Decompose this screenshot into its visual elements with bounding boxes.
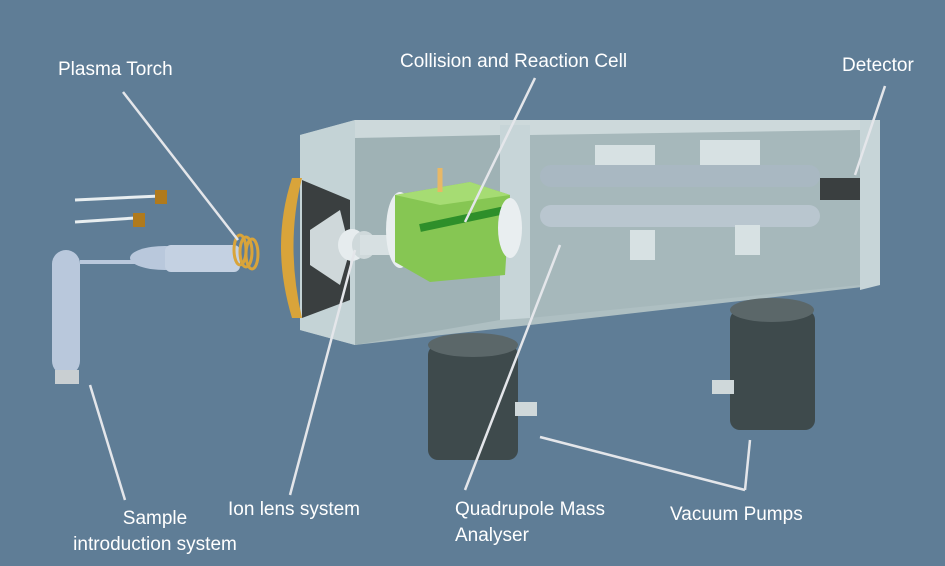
collision-cell [386, 168, 522, 282]
leader-lines [88, 77, 887, 501]
vacuum-pump-1 [428, 333, 537, 460]
vacuum-pump-2 [712, 298, 815, 430]
ion-lens [338, 229, 400, 261]
label-plasma-torch: Plasma Torch [58, 59, 173, 80]
label-sample-line1: Sample [122, 508, 188, 529]
quadrupole-rods [540, 140, 820, 260]
detector-block [820, 178, 860, 200]
label-sample-line2: introduction system [73, 534, 237, 555]
label-sample-introduction: Sample introduction system [55, 506, 255, 558]
label-vacuum-pumps: Vacuum Pumps [670, 504, 803, 525]
label-detector: Detector [842, 55, 914, 76]
label-quadrupole: Quadrupole Mass Analyser [455, 497, 605, 549]
label-quadrupole-line2: Analyser [455, 525, 529, 546]
sample-introduction [52, 190, 260, 384]
label-collision-cell: Collision and Reaction Cell [400, 51, 628, 72]
label-quadrupole-line1: Quadrupole Mass [455, 499, 605, 520]
sampling-cone [281, 178, 302, 318]
label-ion-lens: Ion lens system [228, 499, 360, 520]
